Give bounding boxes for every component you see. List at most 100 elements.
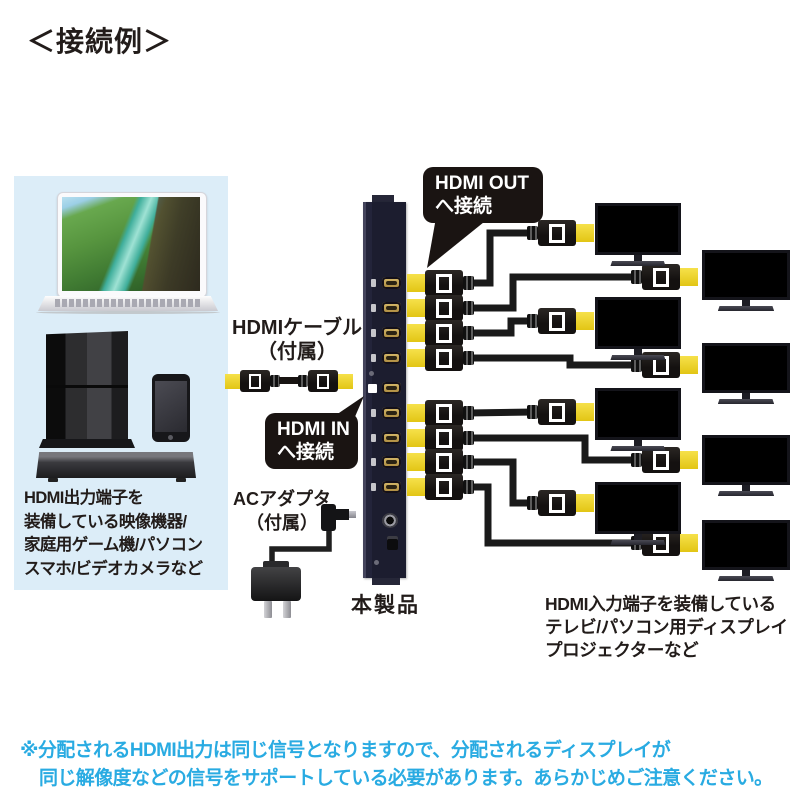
tv-stand-neck <box>634 440 642 446</box>
tv-stand-base <box>610 355 666 360</box>
plug-tip <box>407 349 425 367</box>
hdmi-out-port-label <box>371 483 376 491</box>
plug-emblem <box>549 493 565 513</box>
cable-ribs <box>463 480 474 494</box>
plug-tip <box>407 274 425 292</box>
hdmi-out-port-label <box>371 329 376 337</box>
plug-body <box>642 264 680 290</box>
plug-body <box>642 447 680 473</box>
cable-ribs <box>463 431 474 445</box>
plug-emblem <box>549 311 565 331</box>
cable-ribs <box>463 351 474 365</box>
plug-body <box>240 370 270 392</box>
hdmi-out-port <box>382 302 401 314</box>
cable-ribs <box>527 405 538 419</box>
plug-emblem <box>436 403 452 423</box>
tv-stand-base <box>717 306 775 311</box>
tv-stand-base <box>717 491 775 496</box>
plug-tip <box>576 403 594 421</box>
laptop-shadow <box>36 311 220 314</box>
plug-emblem <box>549 223 565 243</box>
plug-tip <box>680 356 698 374</box>
tv-stand-neck <box>742 485 750 491</box>
tv-stand-base <box>717 399 775 404</box>
hdmi-plug-device-side <box>407 345 474 371</box>
hdmi-cable-label: HDMIケーブル （付属） <box>232 317 362 363</box>
hdmi-plug-display-side <box>631 447 698 473</box>
hdmi-plug-device-side <box>407 400 474 426</box>
hdmi-plug-display-side <box>527 220 594 246</box>
plug-emblem <box>436 323 452 343</box>
plug-tip <box>680 268 698 286</box>
smartphone-home-button <box>168 435 173 440</box>
ac-plug-prong <box>283 601 291 618</box>
cable-ribs <box>463 301 474 315</box>
cable-ribs <box>527 314 538 328</box>
hdmi-out-port <box>382 327 401 339</box>
plug-body <box>425 474 463 500</box>
game-console-stand <box>39 439 135 448</box>
supplied-cable-plug <box>225 370 280 392</box>
ac-adapter-neck <box>263 561 289 570</box>
tv-stand-base <box>610 446 666 451</box>
plug-tip <box>407 478 425 496</box>
ac-adapter-illustration <box>251 567 301 601</box>
tv-stand-neck <box>742 300 750 306</box>
hdmi-in-port <box>382 382 401 394</box>
plug-body <box>538 308 576 334</box>
hdmi-out-port-label <box>371 304 376 312</box>
tv-display <box>595 297 681 349</box>
hdmi-plug-display-side <box>527 308 594 334</box>
screw <box>374 560 379 565</box>
page-title: ＜接続例＞ <box>27 26 173 57</box>
plug-tip <box>576 312 594 330</box>
cable-ribs <box>631 453 642 467</box>
plug-body <box>425 270 463 296</box>
tv-display <box>702 520 790 570</box>
ac-plug-prong <box>264 601 272 618</box>
hdmi-out-port <box>382 407 401 419</box>
splitter-top-bracket <box>372 195 394 204</box>
laptop-screen-image <box>62 197 200 291</box>
plug-tip <box>407 324 425 342</box>
hdmi-plug-device-side <box>407 425 474 451</box>
tv-display <box>595 388 681 440</box>
dc-plug-elbow <box>321 504 336 531</box>
hdmi-in-badge: HDMI IN へ接続 <box>265 413 358 469</box>
laptop-keyboard <box>55 299 201 307</box>
plug-tip <box>680 451 698 469</box>
bd-player-foot <box>176 478 186 482</box>
plug-body <box>538 490 576 516</box>
plug-tip <box>407 429 425 447</box>
plug-emblem <box>436 477 452 497</box>
plug-emblem <box>436 452 452 472</box>
footnote: ※分配されるHDMI出力は同じ信号となりますので、分配されるディスプレイが 同じ… <box>20 740 773 789</box>
source-devices-caption: HDMI出力端子を 装備している映像機器/ 家庭用ゲーム機/パソコン スマホ/ビ… <box>24 489 203 578</box>
tv-stand-base <box>610 261 666 266</box>
plug-body <box>308 370 338 392</box>
plug-body <box>425 345 463 371</box>
plug-body <box>538 220 576 246</box>
tv-display <box>595 482 681 534</box>
tv-stand-base <box>610 540 666 545</box>
ac-adapter-label: ACアダプタ （付属） <box>233 489 331 533</box>
tv-display <box>702 250 790 300</box>
plug-emblem <box>317 373 329 389</box>
cable-ribs <box>298 375 308 387</box>
smartphone-screen <box>155 381 187 432</box>
hdmi-plug-device-side <box>407 474 474 500</box>
hdmi-plug-display-side <box>631 352 698 378</box>
tv-stand-base <box>717 576 775 581</box>
hdmi-cable-cord <box>279 377 298 384</box>
hdmi-plug-display-side <box>527 490 594 516</box>
hdmi-out-port-label <box>371 409 376 417</box>
plug-tip <box>576 224 594 242</box>
hdmi-plug-device-side <box>407 320 474 346</box>
supplied-cable-plug <box>298 370 353 392</box>
tv-stand-neck <box>742 393 750 399</box>
hdmi-out-port <box>382 432 401 444</box>
tv-stand-neck <box>742 570 750 576</box>
hdmi-out-port <box>382 481 401 493</box>
hdmi-out-port-label <box>371 458 376 466</box>
